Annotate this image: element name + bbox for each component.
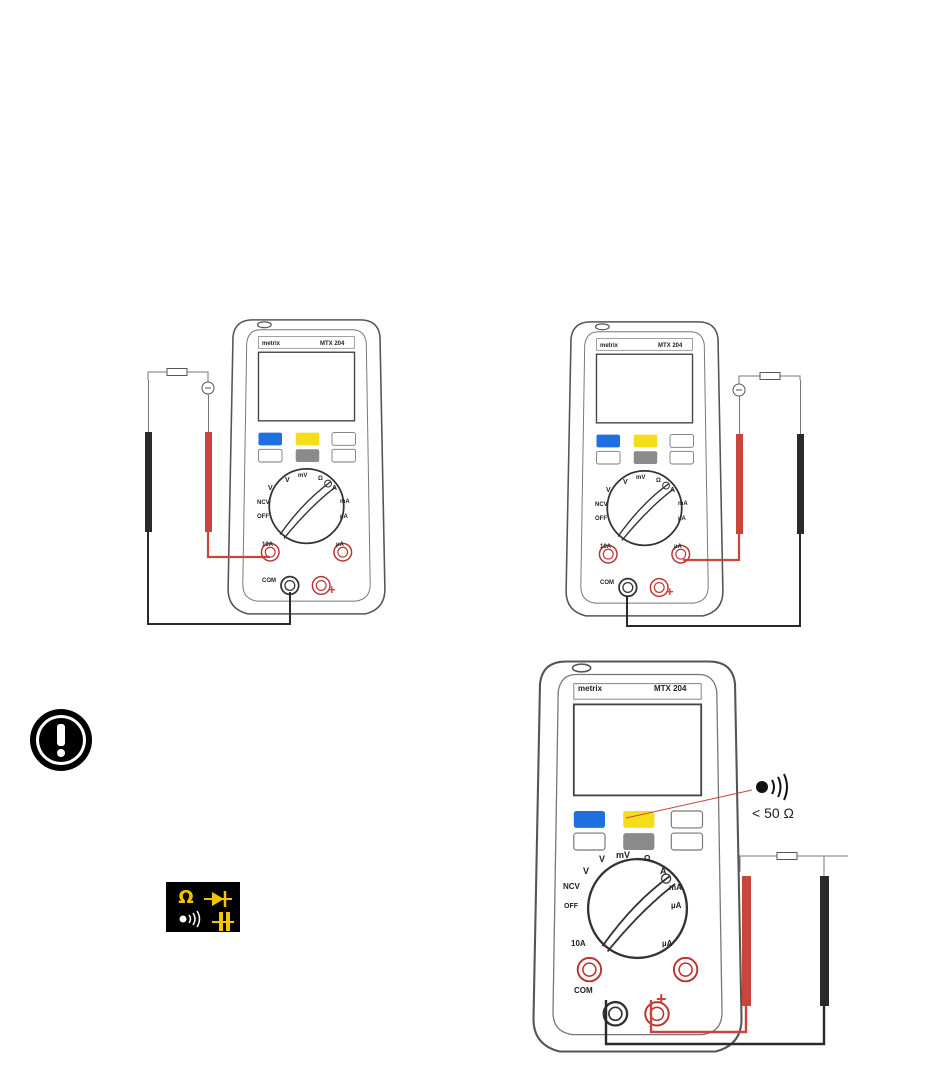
meter-1-dial-v-dc: V (285, 477, 290, 484)
meter-2-dial-ncv: NCV (595, 502, 608, 508)
meter-1-brand: metrix (262, 341, 281, 347)
meter-3-resistor-icon (777, 853, 797, 860)
meter-2-dial-v-dc: V (623, 479, 628, 486)
meter-2-dial-ma: mA (678, 501, 688, 507)
meter-2-terminal-plus: + (666, 584, 674, 599)
meter-2-brand: metrix (600, 343, 619, 349)
function-key-badge: Ω (166, 882, 240, 932)
meter-2-dial-off: OFF (595, 516, 607, 522)
meter-1-terminal-ua: µA (336, 542, 344, 548)
function-badge-ohm: Ω (178, 887, 193, 908)
meter-2-terminal-10a: 10A (600, 544, 612, 550)
meter-2-dial-a: A (670, 487, 675, 494)
meter-1-dial-a: A (332, 485, 337, 492)
meter-1-terminal-com: COM (262, 578, 276, 584)
meter-2-resistor-icon (760, 373, 780, 380)
meter-2-dial-mv: mV (636, 475, 645, 481)
meter-2-fuse-icon (733, 384, 745, 396)
meter-1-dial-off: OFF (257, 514, 269, 520)
meter-3-terminal-plus: + (656, 989, 667, 1009)
meter-2-dial-ua: µA (678, 516, 686, 522)
meter-1-dial-ncv: NCV (257, 500, 270, 506)
meter-3-dial-ncv: NCV (563, 882, 581, 891)
meter-2-terminal-com: COM (600, 580, 614, 586)
meter-1-resistor-icon (167, 369, 187, 376)
meter-2-model: MTX 204 (658, 343, 683, 349)
meter-3-dial-off: OFF (564, 903, 579, 910)
meter-3-model: MTX 204 (654, 684, 687, 693)
meter-3-dial-v-dc: V (599, 854, 605, 864)
meter-1-dial-mv: mV (298, 473, 307, 479)
meter-1-terminal-plus: + (328, 582, 336, 597)
meter-3-dial-ma: mA (669, 883, 682, 892)
meter-3-terminal-com: COM (574, 986, 593, 995)
multimeter-1: metrix MTX 204 V V mV Ω A mA µA NCV OFF … (145, 320, 385, 624)
meter-1-dial-ma: mA (340, 499, 350, 505)
meter-2-terminal-ua: µA (674, 544, 682, 550)
meter-3-brand: metrix (578, 684, 603, 693)
meter-1-fuse-icon (202, 382, 214, 394)
meter-1-dial-ua: µA (340, 514, 348, 520)
meter-1-dial-v-ac: V (268, 485, 273, 492)
meter-1-model: MTX 204 (320, 341, 345, 347)
meter-2-dial-ohm: Ω (656, 478, 661, 484)
meter-3-dial-mv: mV (616, 850, 630, 860)
meter-3-terminal-ua: µA (662, 939, 673, 948)
meter-3-dial-a: A (660, 866, 667, 876)
meter-3-terminal-10a: 10A (571, 939, 586, 948)
exclamation-warning-icon (30, 709, 92, 771)
meter-1-terminal-10a: 10A (262, 542, 274, 548)
continuity-buzzer-icon (756, 774, 787, 800)
meter-3-dial-ua: µA (671, 901, 682, 910)
continuity-threshold-label: < 50 Ω (752, 805, 794, 821)
meter-3-dial-ohm: Ω (644, 854, 651, 863)
meter-1-dial-ohm: Ω (318, 476, 323, 482)
multimeter-3: metrix MTX 204 V V mV Ω A mA µA NCV OFF … (534, 662, 849, 1052)
meter-2-dial-v-ac: V (606, 487, 611, 494)
multimeter-2: metrix MTX 204 V V mV Ω A mA µA NCV OFF … (566, 322, 804, 626)
meter-3-dial-v-ac: V (583, 866, 589, 876)
